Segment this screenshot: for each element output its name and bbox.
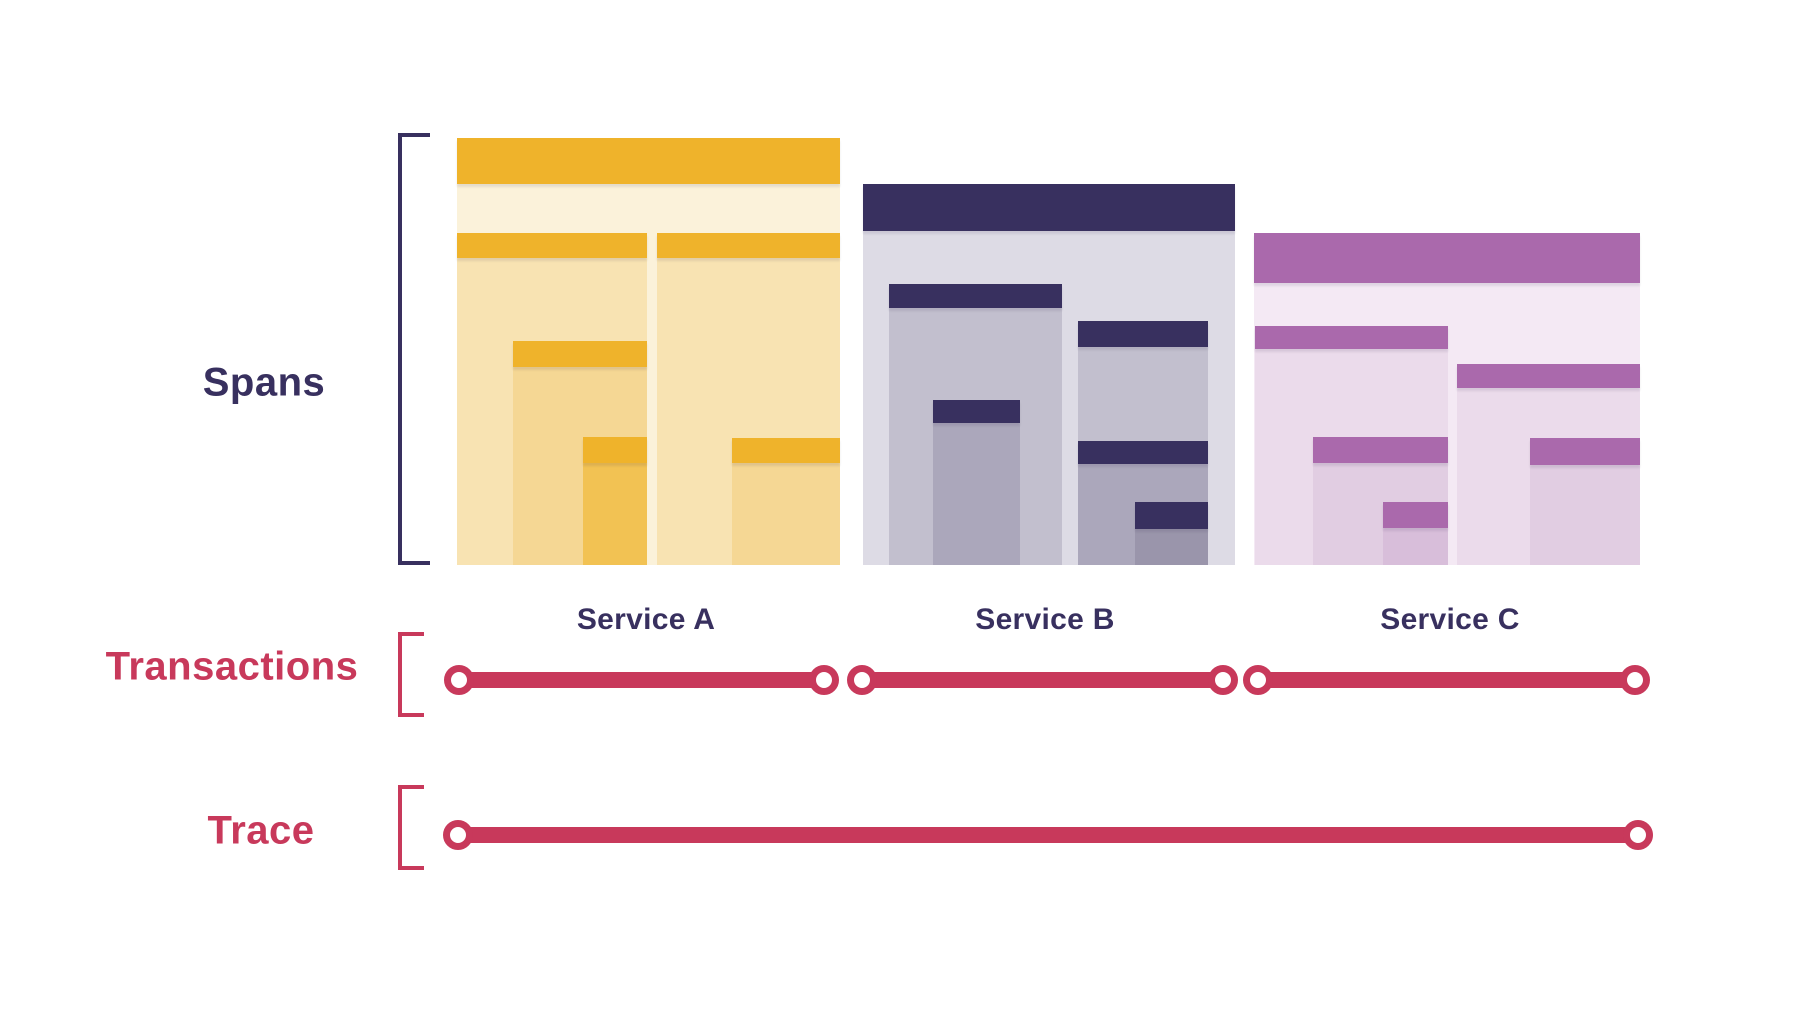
transaction-2-start-ring: [847, 665, 877, 695]
transaction-2-line: [862, 672, 1223, 688]
spans-bracket: [398, 133, 430, 565]
service-b-label: Service B: [975, 603, 1115, 636]
span-header-bar: [1078, 321, 1208, 347]
transaction-2-end-ring: [1208, 665, 1238, 695]
transaction-3-line: [1258, 672, 1635, 688]
service-block-c: [1254, 233, 1640, 565]
transaction-3-start-ring: [1243, 665, 1273, 695]
trace-end-ring: [1623, 820, 1653, 850]
span-header-bar: [1530, 438, 1640, 465]
service-block-a: [457, 138, 840, 565]
trace-label: Trace: [207, 808, 315, 853]
spans-label: Spans: [202, 360, 326, 405]
transaction-1-line: [459, 672, 824, 688]
transactions-bracket: [398, 632, 424, 717]
span-header-bar: [863, 184, 1235, 231]
trace-bracket: [398, 785, 424, 870]
span-header-bar: [1383, 502, 1448, 528]
span-header-bar: [1457, 364, 1640, 388]
transactions-label: Transactions: [105, 644, 359, 689]
transaction-1-end-ring: [809, 665, 839, 695]
span-header-bar: [1255, 326, 1448, 349]
span-header-bar: [457, 138, 840, 184]
span-header-bar: [657, 233, 840, 258]
span-header-bar: [1313, 437, 1448, 463]
span-header-bar: [513, 341, 647, 367]
span-header-bar: [889, 284, 1062, 308]
span-header-bar: [1254, 233, 1640, 283]
span-body: [933, 400, 1020, 565]
span-header-bar: [583, 437, 647, 463]
service-c-label: Service C: [1380, 603, 1520, 636]
transaction-3-end-ring: [1620, 665, 1650, 695]
service-a-label: Service A: [576, 603, 716, 636]
span-header-bar: [1135, 502, 1208, 529]
trace-start-ring: [443, 820, 473, 850]
span-header-bar: [933, 400, 1020, 423]
transaction-1-start-ring: [444, 665, 474, 695]
span-header-bar: [1078, 441, 1208, 464]
trace-line: [458, 827, 1638, 843]
service-block-b: [863, 184, 1235, 565]
span-header-bar: [732, 438, 840, 463]
span-header-bar: [457, 233, 647, 258]
